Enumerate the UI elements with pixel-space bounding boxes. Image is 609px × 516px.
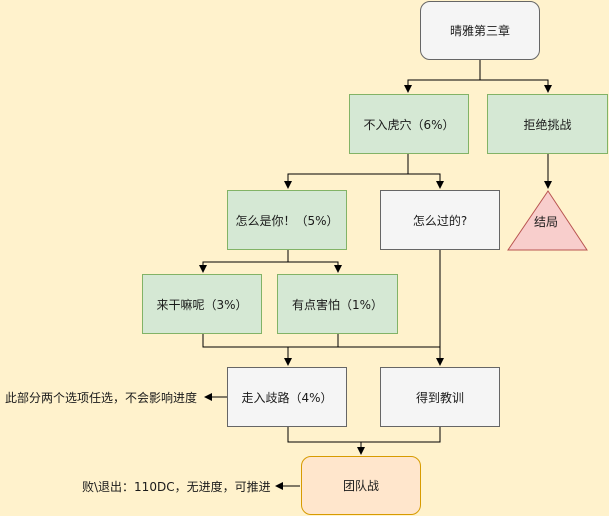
- node-how-passed: 怎么过的?: [380, 190, 500, 250]
- node-bit-scared-label: 有点害怕（1%）: [291, 297, 384, 312]
- node-how-you: 怎么是你！（5%）: [227, 190, 347, 250]
- edge-howyou-branch: [199, 250, 289, 273]
- node-no-enter: 不入虎穴（6%）: [349, 94, 469, 154]
- ending-triangle: [507, 190, 588, 251]
- edge-start-refuse: [480, 79, 552, 93]
- node-bit-scared: 有点害怕（1%）: [277, 274, 398, 334]
- node-lesson: 得到教训: [380, 367, 500, 427]
- node-wrong-path-label: 走入歧路（4%）: [241, 390, 333, 405]
- node-team-battle: 团队战: [301, 456, 421, 515]
- node-wrong-path: 走入歧路（4%）: [227, 367, 347, 427]
- node-team-battle-label: 团队战: [342, 479, 379, 493]
- edge-choices-merge: [202, 334, 440, 348]
- node-refuse-label: 拒绝挑战: [523, 117, 572, 132]
- node-how-you-label: 怎么是你！（5%）: [235, 213, 339, 228]
- node-come-do: 来干嘛呢（3%）: [142, 274, 262, 334]
- edge-noenter-branch: [284, 154, 409, 189]
- edge-wrongpath-merge: [287, 427, 441, 443]
- node-ending-label: 结局: [534, 215, 559, 229]
- node-refuse: 拒绝挑战: [487, 94, 608, 154]
- edge-noenter-howpassed: [408, 173, 444, 189]
- node-come-do-label: 来干嘛呢（3%）: [156, 297, 248, 312]
- node-lesson-label: 得到教训: [415, 390, 464, 405]
- edge-start-branch: [404, 60, 481, 93]
- note-defeat-exit: 败\退出：110DC，无进度，可推进: [82, 480, 271, 494]
- node-start: 晴雅第三章: [420, 1, 540, 60]
- edge-howyou-scared: [288, 261, 342, 273]
- node-no-enter-label: 不入虎穴（6%）: [363, 117, 455, 132]
- node-start-label: 晴雅第三章: [449, 24, 510, 38]
- node-how-passed-label: 怎么过的?: [412, 213, 468, 228]
- note-optional-choice: 此部分两个选项任选，不会影响进度: [5, 391, 198, 405]
